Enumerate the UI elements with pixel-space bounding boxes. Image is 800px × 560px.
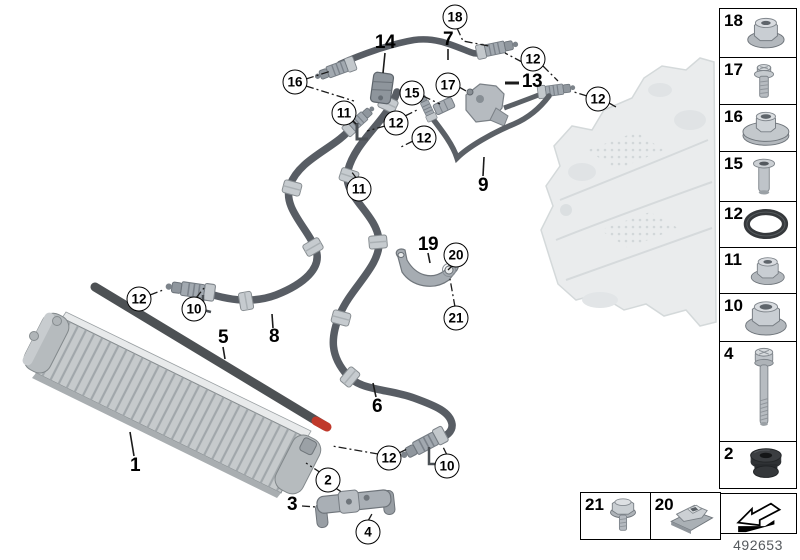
legend-item-12[interactable]: 12	[719, 200, 797, 248]
diagram-code: 492653	[733, 537, 783, 553]
legend-item-18[interactable]: 18	[719, 8, 797, 58]
callout-12[interactable]: 12	[585, 86, 611, 112]
holder-clamp-14	[369, 71, 395, 105]
oil-cooler	[22, 311, 322, 498]
callout-5[interactable]: 5	[217, 327, 229, 348]
legend-item-number: 17	[724, 59, 743, 79]
hex-bolt-icon	[610, 498, 636, 531]
legend-item-number: 10	[724, 296, 743, 316]
legend-item-number: 15	[724, 154, 743, 174]
callout-4[interactable]: 4	[355, 519, 381, 545]
collar-nut-icon	[742, 112, 790, 147]
callout-15[interactable]: 15	[399, 80, 425, 106]
callout-9[interactable]: 9	[477, 175, 489, 196]
direction-arrow-box	[719, 493, 797, 534]
engine-block-ghost	[540, 57, 717, 520]
sleeve-bushing-icon	[752, 158, 776, 195]
callout-21[interactable]: 21	[443, 305, 469, 331]
legend-item-10[interactable]: 10	[719, 293, 797, 343]
callout-1[interactable]: 1	[129, 455, 141, 476]
callout-14[interactable]: 14	[374, 32, 396, 53]
oil-cooler-line-9	[414, 89, 552, 164]
callout-12[interactable]: 12	[411, 125, 437, 151]
legend-item-2[interactable]: 2	[719, 440, 797, 489]
callout-12[interactable]: 12	[126, 286, 152, 312]
torx-screw-icon	[753, 64, 775, 98]
cage-nut-icon	[669, 504, 714, 534]
callout-2[interactable]: 2	[315, 467, 341, 493]
legend-item-20[interactable]: 20	[649, 492, 721, 540]
callout-7[interactable]: 7	[442, 29, 454, 50]
long-screw-icon	[754, 348, 774, 427]
legend-item-number: 16	[724, 107, 743, 127]
callout-18[interactable]: 18	[442, 4, 468, 30]
legend-item-21[interactable]: 21	[580, 492, 651, 540]
callout-3[interactable]: 3	[286, 494, 298, 515]
legend-item-11[interactable]: 11	[719, 246, 797, 295]
flange-nut-icon	[747, 17, 785, 49]
o-ring-icon	[743, 209, 789, 240]
legend-item-number: 18	[724, 11, 743, 30]
callout-20[interactable]: 20	[443, 242, 469, 268]
legend-item-16[interactable]: 16	[719, 104, 797, 153]
callout-17[interactable]: 17	[435, 72, 461, 98]
oil-cooler-line-7	[311, 36, 521, 116]
callout-11[interactable]: 11	[346, 176, 372, 202]
callout-12[interactable]: 12	[383, 110, 409, 136]
callout-8[interactable]: 8	[268, 326, 280, 347]
legend-item-number: 12	[724, 203, 743, 223]
legend-item-number: 11	[724, 249, 742, 269]
direction-arrow-icon	[736, 502, 782, 533]
pipe-13-bracket	[465, 80, 577, 127]
callout-12[interactable]: 12	[376, 445, 402, 471]
sleeve-15-installed	[432, 96, 456, 116]
fastener-boxes: 21 20	[580, 492, 721, 540]
l-clip	[355, 123, 368, 141]
legend-item-number: 21	[585, 495, 604, 514]
cooler-port	[299, 437, 318, 456]
legend-item-number: 4	[724, 343, 734, 363]
callout-10[interactable]: 10	[181, 296, 207, 322]
callout-11[interactable]: 11	[331, 100, 357, 126]
rubber-grommet-icon	[750, 447, 782, 478]
callout-13[interactable]: 13	[521, 71, 543, 92]
callout-10[interactable]: 10	[434, 453, 460, 479]
legend-item-15[interactable]: 15	[719, 151, 797, 203]
legend-item-number: 20	[654, 495, 674, 514]
bracket-3	[315, 489, 396, 529]
legend-item-number: 2	[724, 443, 734, 463]
callout-12[interactable]: 12	[520, 46, 546, 72]
callout-19[interactable]: 19	[417, 234, 439, 255]
legend-item-4[interactable]: 4	[719, 340, 797, 442]
hardware-legend: 18 17 16	[719, 8, 797, 489]
flange-nut-icon	[745, 301, 787, 336]
flange-nut-icon	[750, 256, 785, 285]
callout-6[interactable]: 6	[371, 396, 383, 417]
legend-item-17[interactable]: 17	[719, 56, 797, 106]
callout-16[interactable]: 16	[282, 69, 308, 95]
